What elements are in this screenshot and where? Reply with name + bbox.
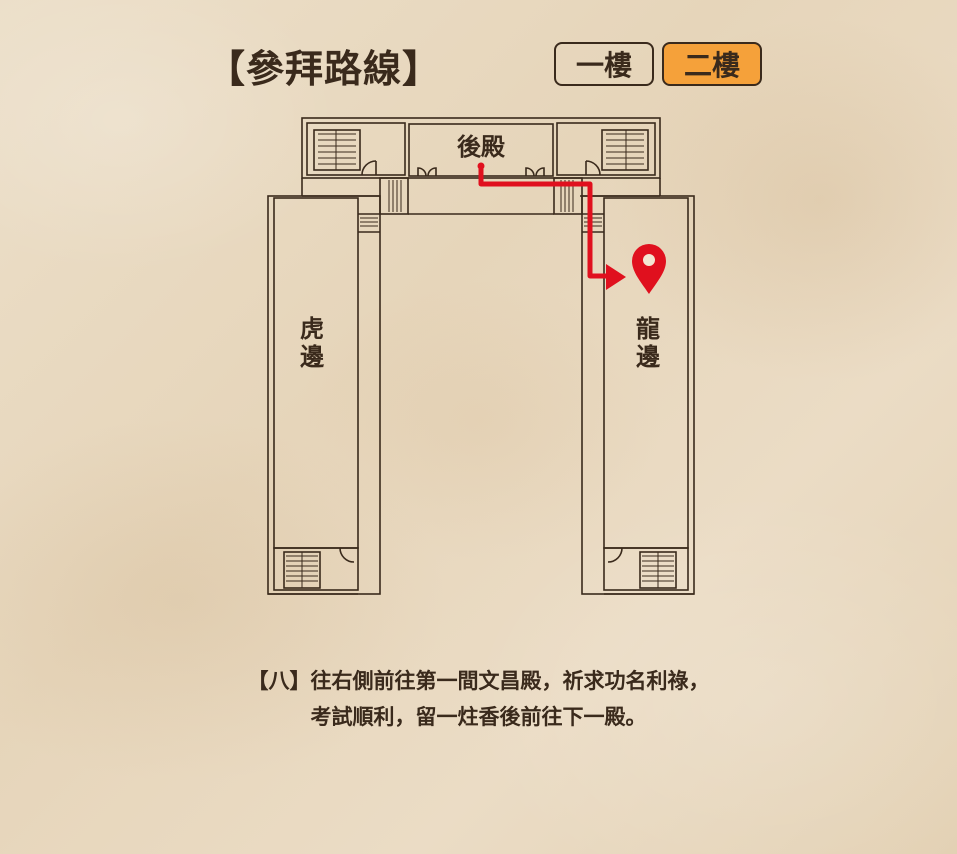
route-path (477, 162, 626, 290)
stairs-bottom-right (642, 552, 674, 588)
stairs-top-right (606, 130, 644, 170)
page-title: 【參拜路線】 (207, 47, 442, 91)
instruction-line-1: 【八】往右側前往第一間文昌殿，祈求功名利祿， (247, 669, 710, 693)
route-line (478, 166, 608, 279)
stair-room-top-left (306, 122, 406, 176)
stair-room-bottom-right (603, 547, 689, 591)
stair-room-bottom-left (273, 547, 359, 591)
corridor-connector-left (379, 177, 409, 215)
route-arrowhead (606, 264, 626, 290)
tab-floor-1[interactable]: 一樓 (554, 42, 654, 86)
dragon-side-label-char2: 邊 (636, 343, 660, 371)
instruction-text: 【八】往右側前往第一間文昌殿，祈求功名利祿， 考試順利，留一炷香後前往下一殿。 (0, 663, 957, 735)
location-pin-icon (632, 244, 666, 294)
dragon-side-label-char1: 龍 (636, 315, 660, 343)
stair-room-top-right (556, 122, 656, 176)
stairs-bottom-left (286, 552, 318, 588)
tiger-side-wing-outer (267, 195, 381, 595)
instruction-line-2: 考試順利，留一炷香後前往下一殿。 (310, 705, 647, 729)
stairs-top-left (318, 130, 356, 170)
rear-hall-label: 後殿 (457, 133, 506, 161)
tiger-side-hall (273, 197, 359, 549)
tiger-side-label-char1: 虎 (300, 315, 324, 343)
tab-floor-2[interactable]: 二樓 (662, 42, 762, 86)
floor-tabs: 一樓 二樓 (554, 42, 762, 86)
tiger-side-label-char2: 邊 (300, 343, 324, 371)
